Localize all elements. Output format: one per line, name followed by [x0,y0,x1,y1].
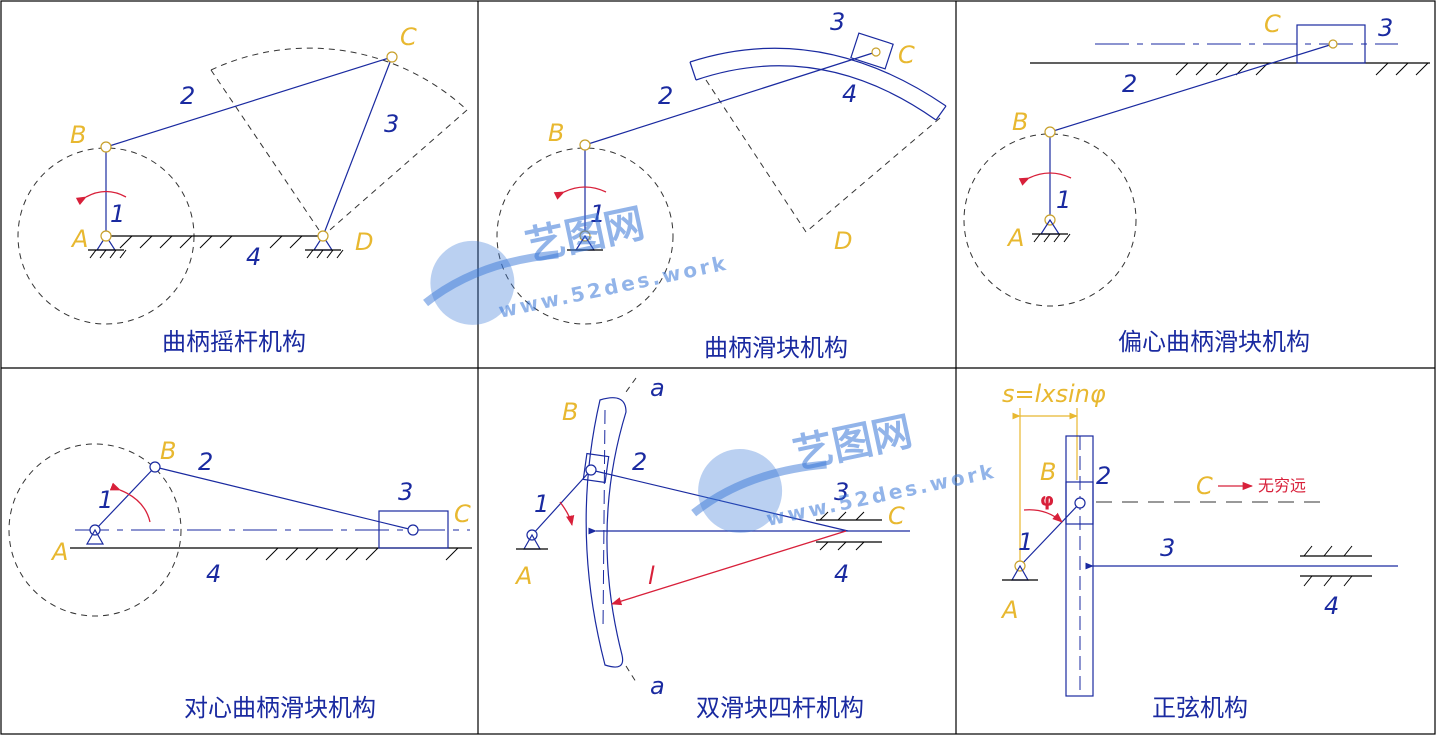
title-crank-slider: 曲柄滑块机构 [704,334,848,362]
svg-text:4: 4 [834,560,849,588]
title-offset-crank-slider: 偏心曲柄滑块机构 [1118,328,1310,356]
svg-text:2: 2 [1122,70,1137,98]
svg-text:A: A [1000,596,1018,624]
label-D: D [355,228,373,256]
distance-arrow [611,530,847,606]
panel-crank-slider-curved: B C D 1 2 3 4 曲柄滑块机构 [496,8,947,362]
svg-text:4: 4 [1324,592,1339,620]
watermark-top: 艺图网 www.52des.work [423,200,731,325]
svg-text:2: 2 [1096,462,1111,490]
panel-crank-rocker: B A C D 1 2 3 4 曲柄摇杆机构 [17,23,468,356]
rotation-arrow-icon [75,190,127,206]
svg-text:3: 3 [1378,14,1393,42]
rocker-link-3 [322,56,393,237]
label-B: B [70,121,86,149]
svg-text:4: 4 [246,243,261,271]
svg-text:C: C [1196,472,1213,500]
svg-text:C: C [1264,10,1281,38]
curved-slider-arc [585,397,627,668]
title-sine-mechanism: 正弦机构 [1152,694,1248,722]
svg-text:1: 1 [1018,528,1033,556]
svg-text:A: A [514,562,532,590]
panel-centric-crank-slider: B A C 1 2 3 4 对心曲柄滑块机构 [8,437,472,722]
svg-text:3: 3 [398,478,413,506]
svg-text:3: 3 [384,110,399,138]
svg-text:艺图网: 艺图网 [789,409,916,479]
svg-text:a: a [650,374,665,402]
label-A: A [70,225,88,253]
title-crank-rocker: 曲柄摇杆机构 [162,328,306,356]
svg-text:A: A [50,538,68,566]
sine-formula: s=lxsinφ [1002,380,1106,408]
svg-text:4: 4 [206,560,221,588]
panel-offset-crank-slider: B A C 1 2 3 偏心曲柄滑块机构 [963,10,1430,356]
svg-text:1: 1 [534,490,549,518]
svg-text:4: 4 [842,80,857,108]
svg-text:B: B [562,398,578,426]
panel-double-slider: B A C a a 1 2 3 4 l 双滑块四杆机构 [514,374,910,722]
svg-text:a: a [650,672,665,700]
svg-text:C: C [888,502,905,530]
svg-text:2: 2 [632,448,647,476]
svg-text:1: 1 [590,200,605,228]
watermark-brand: 艺图网 [522,200,649,270]
svg-text:2: 2 [180,82,195,110]
svg-text:A: A [1006,224,1024,252]
svg-text:2: 2 [198,448,213,476]
svg-text:B: B [1012,108,1028,136]
rocker-arc [210,47,468,111]
svg-text:φ: φ [1040,490,1054,511]
svg-text:B: B [548,119,564,147]
title-double-slider: 双滑块四杆机构 [696,694,864,722]
globe-icon [430,240,515,325]
svg-text:3: 3 [834,478,849,506]
svg-text:D: D [834,227,852,255]
globe-icon [698,449,783,534]
infinity-label: 无穷远 [1258,476,1306,495]
coupler-link-2 [105,56,393,148]
svg-text:B: B [160,437,176,465]
svg-text:1: 1 [98,486,113,514]
svg-text:B: B [1040,458,1056,486]
svg-text:1: 1 [110,200,125,228]
svg-text:2: 2 [658,82,673,110]
svg-text:l: l [648,562,655,590]
svg-text:1: 1 [1056,186,1071,214]
svg-text:C: C [898,41,915,69]
panel-sine-mechanism: s=lxsinφ φ 无穷远 B A C 1 2 3 4 正弦机构 [1000,380,1398,722]
svg-text:C: C [454,500,471,528]
title-centric-crank-slider: 对心曲柄滑块机构 [184,694,376,722]
watermark-bottom: 艺图网 www.52des.work [691,409,998,534]
svg-text:3: 3 [830,8,845,36]
svg-text:3: 3 [1160,534,1175,562]
label-C: C [400,23,417,51]
